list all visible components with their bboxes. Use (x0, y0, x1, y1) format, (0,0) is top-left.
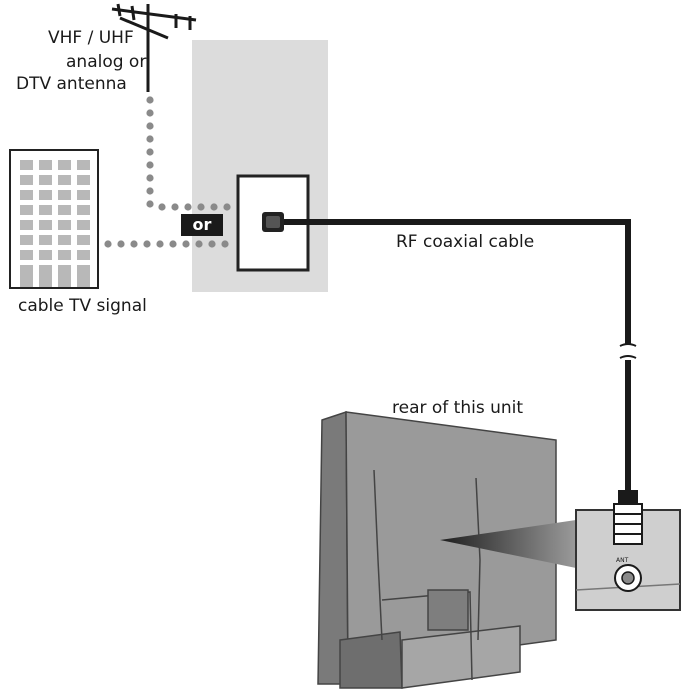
signal-dot (195, 240, 203, 248)
signal-dot (169, 240, 177, 248)
signal-dot (210, 203, 218, 211)
svg-text:ANT: ANT (616, 557, 629, 564)
signal-dot (197, 203, 205, 211)
building-window (77, 265, 90, 287)
building-window (20, 205, 33, 215)
signal-dot (146, 161, 154, 169)
building-window (20, 175, 33, 185)
building-window (58, 265, 71, 287)
signal-dot (104, 240, 112, 248)
rear-unit-label: rear of this unit (392, 398, 524, 418)
building-window (39, 175, 52, 185)
signal-dot (146, 96, 154, 104)
signal-dot (143, 240, 151, 248)
coaxial-cable (284, 219, 637, 492)
building-window (39, 205, 52, 215)
building-window (39, 190, 52, 200)
building-icon (9, 149, 99, 289)
building-window (39, 220, 52, 230)
antenna-label-line1: VHF / UHF (48, 28, 134, 48)
signal-dot (146, 187, 154, 195)
signal-dot (146, 200, 154, 208)
signal-dot (156, 240, 164, 248)
signal-dot (146, 174, 154, 182)
building-window (58, 235, 71, 245)
antenna-label-line3: DTV antenna (16, 74, 127, 94)
building-window (77, 250, 90, 260)
signal-dot (158, 203, 166, 211)
building-window (20, 220, 33, 230)
signal-dot (146, 109, 154, 117)
signal-dot (171, 203, 179, 211)
signal-dot (117, 240, 125, 248)
coaxial-connector-icon (613, 490, 643, 545)
signal-dot (146, 135, 154, 143)
building-window (58, 175, 71, 185)
building-window (77, 175, 90, 185)
building-window (20, 265, 33, 287)
building-window (20, 160, 33, 170)
or-badge: or (181, 214, 223, 236)
building-window (58, 190, 71, 200)
building-window (58, 205, 71, 215)
building-window (77, 235, 90, 245)
signal-dot (146, 148, 154, 156)
antenna-signal-path (146, 96, 231, 211)
building-window (77, 160, 90, 170)
cable-signal-label: cable TV signal (18, 296, 147, 316)
building-window (58, 160, 71, 170)
building-window (77, 205, 90, 215)
antenna-label-line2: analog or (66, 52, 147, 72)
building-window (39, 160, 52, 170)
building-window (39, 235, 52, 245)
building-window (20, 235, 33, 245)
signal-dot (223, 203, 231, 211)
signal-dot (146, 122, 154, 130)
building-window (20, 250, 33, 260)
building-window (39, 265, 52, 287)
signal-dot (130, 240, 138, 248)
coaxial-cable-label: RF coaxial cable (396, 232, 535, 252)
building-window (77, 220, 90, 230)
building-window (77, 190, 90, 200)
building-window (39, 250, 52, 260)
antenna-icon (111, 3, 197, 92)
zoom-beam (440, 520, 576, 568)
signal-dot (208, 240, 216, 248)
cable-signal-path (104, 240, 229, 248)
signal-dot (221, 240, 229, 248)
signal-dot (184, 203, 192, 211)
building-window (58, 250, 71, 260)
rf-input-jack-icon: ANT (614, 557, 642, 592)
signal-dot (182, 240, 190, 248)
building-window (20, 190, 33, 200)
building-window (58, 220, 71, 230)
